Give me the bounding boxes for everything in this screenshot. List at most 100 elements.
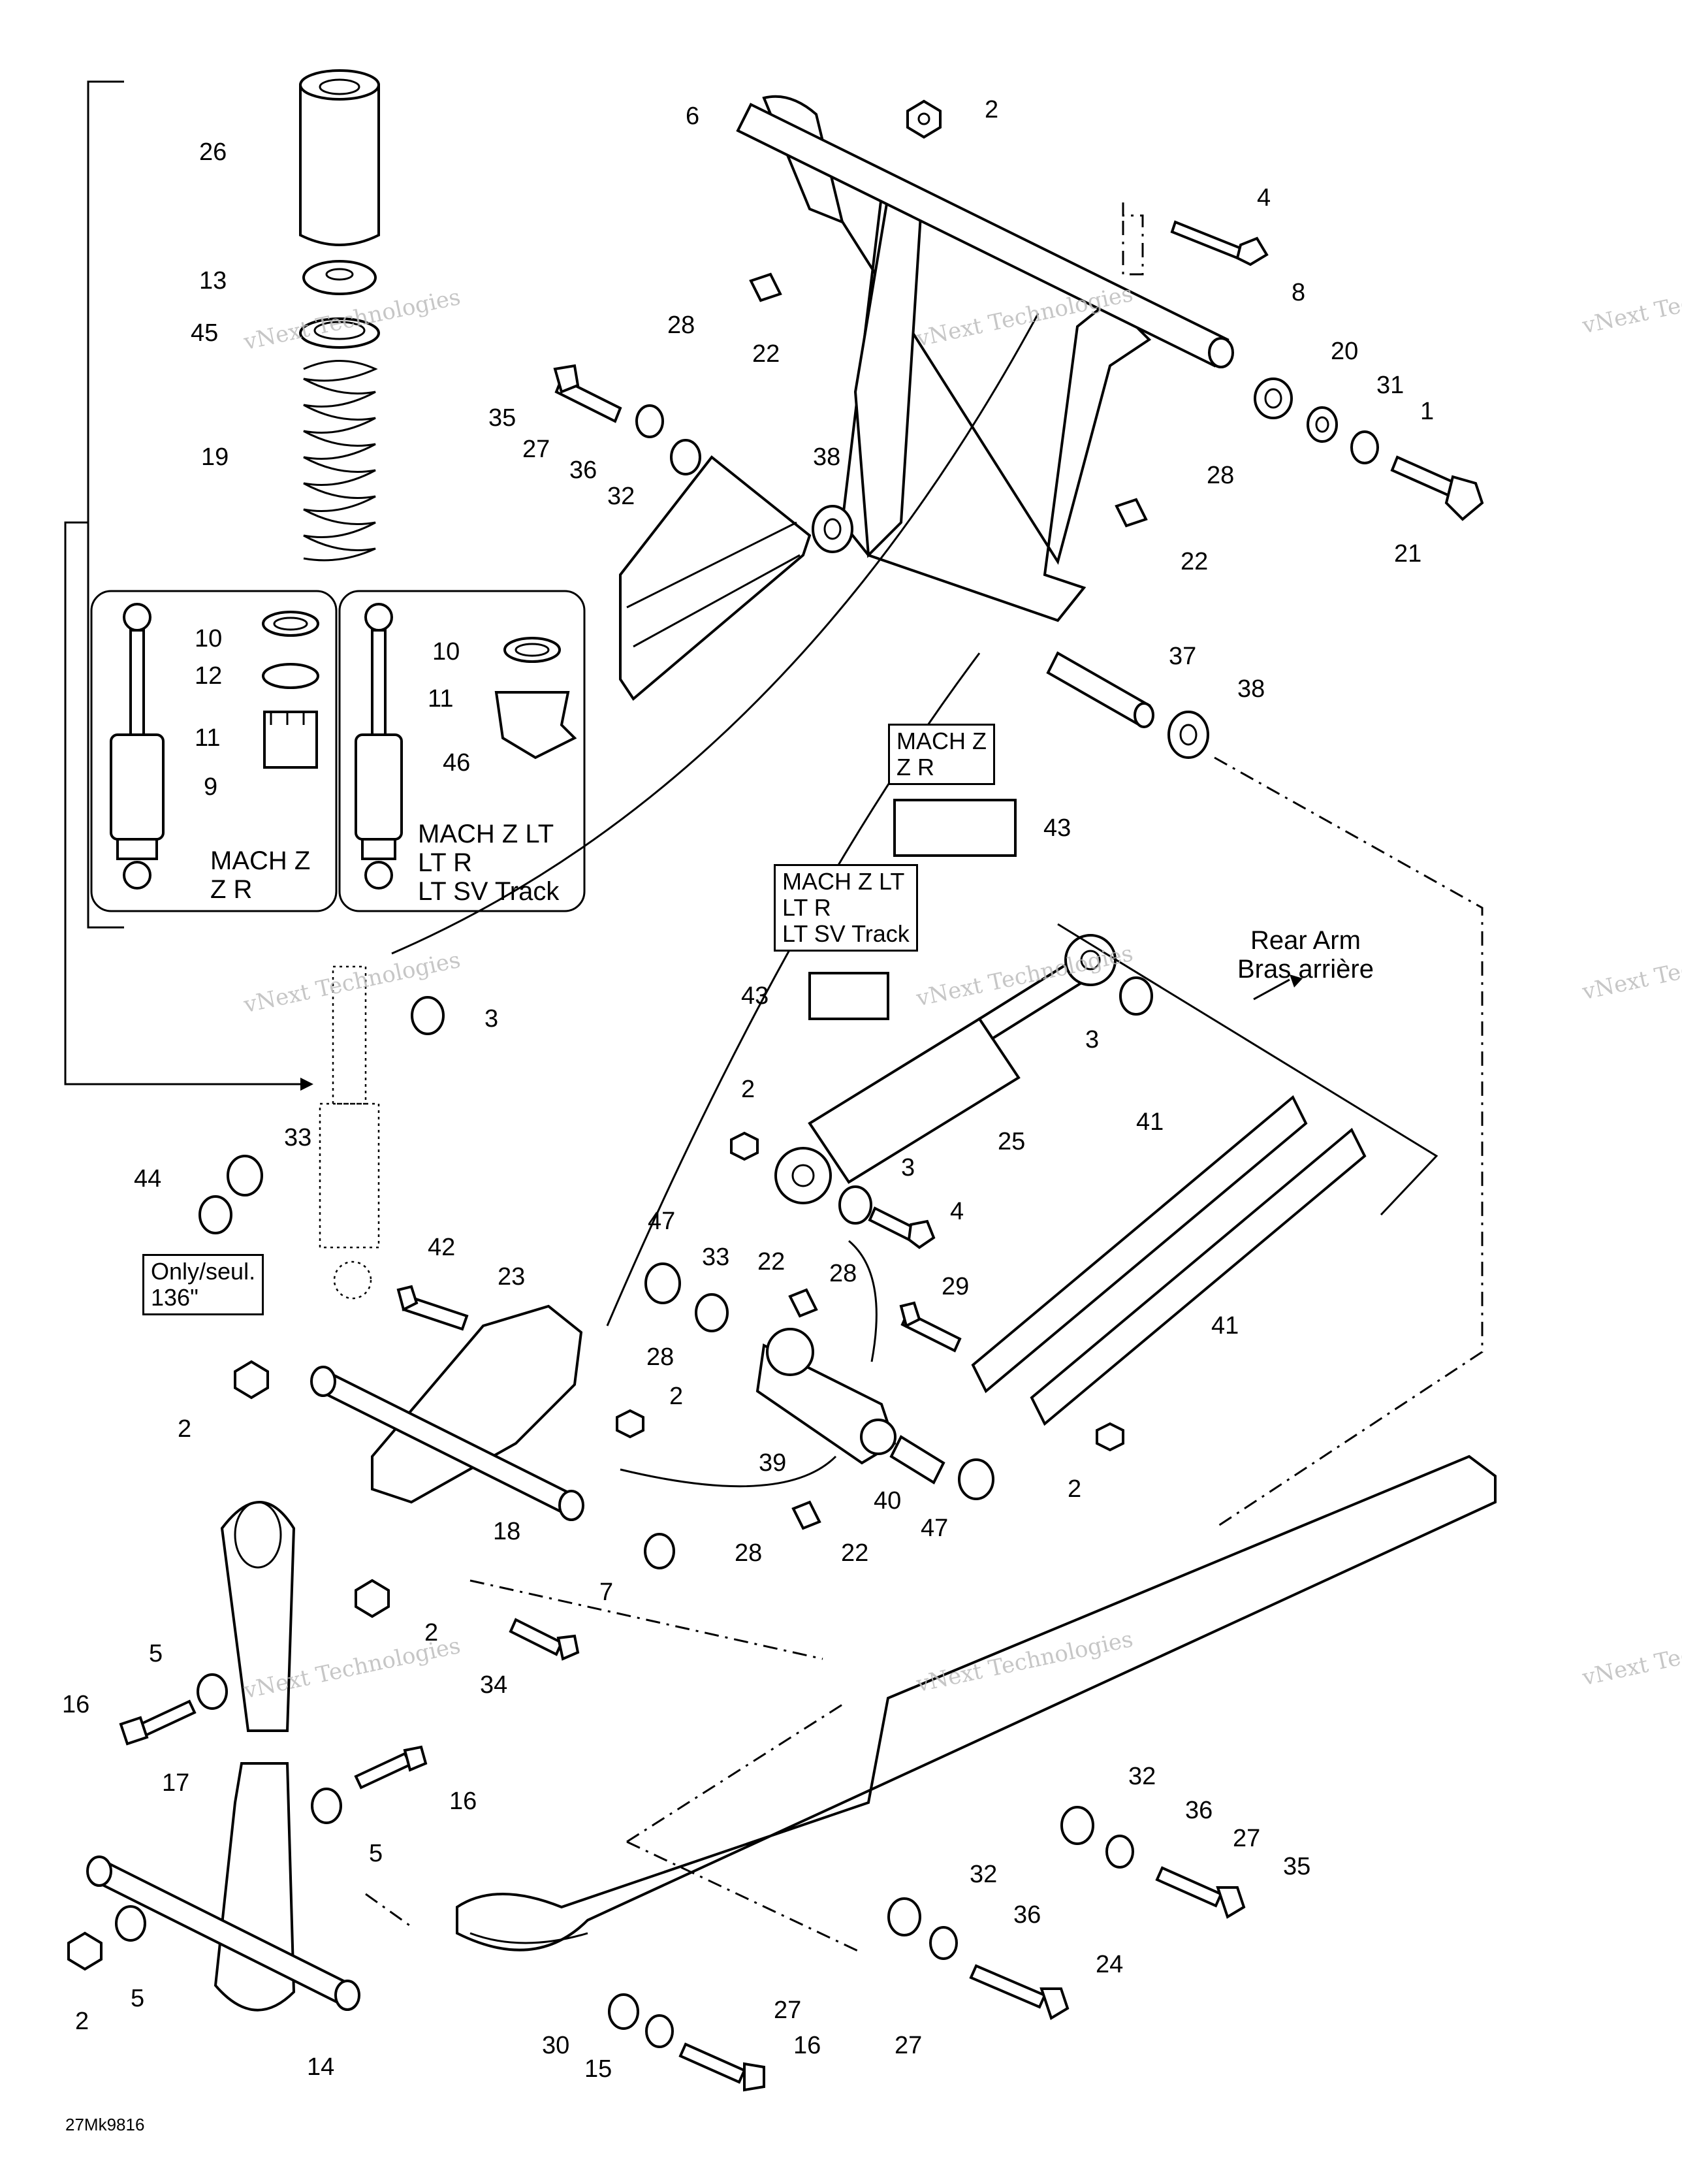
dash-line-1	[1122, 202, 1144, 276]
part-41b-strap	[1030, 1127, 1367, 1426]
part-26-bumper	[299, 69, 380, 246]
part-32b-washer	[1060, 1806, 1094, 1845]
part-23-bracket	[371, 1304, 583, 1504]
part-4a-bolt	[1170, 220, 1269, 266]
callout-32c: 32	[970, 1861, 998, 1888]
part-3a-bushing	[411, 996, 445, 1035]
callout-44: 44	[134, 1165, 162, 1193]
part-43a-decal	[893, 799, 1017, 857]
callout-27d: 27	[895, 2032, 923, 2059]
callout-40: 40	[874, 1487, 902, 1515]
part-29-bolt	[899, 1301, 962, 1353]
callout-18: 18	[493, 1518, 521, 1545]
callout-5c: 5	[131, 1985, 145, 2012]
callout-27b: 27	[1233, 1825, 1261, 1852]
callout-20: 20	[1331, 338, 1359, 365]
part-45-ring	[299, 317, 380, 349]
callout-2c: 2	[669, 1383, 684, 1410]
callout-28c: 28	[829, 1260, 857, 1287]
part-36b-washer	[1105, 1835, 1134, 1869]
part-32a-washer	[670, 439, 701, 475]
part-4b-bolt	[868, 1206, 936, 1249]
callout-28a: 28	[667, 312, 695, 339]
callout-26: 26	[199, 138, 227, 166]
part-21-bolt	[1390, 455, 1484, 521]
callout-27a: 27	[522, 436, 550, 463]
callout-15: 15	[584, 2055, 612, 2083]
rear-arm-label: Rear Arm Bras arrière	[1237, 926, 1374, 984]
part-46-shock	[355, 603, 403, 890]
part-14-shaft	[86, 1855, 360, 2011]
curve-line-4	[848, 1240, 878, 1362]
ghost-shock	[319, 965, 380, 1300]
part-13-cup	[302, 260, 377, 295]
callout-4b: 4	[950, 1198, 964, 1225]
callout-19: 19	[201, 443, 229, 471]
callout-43b: 43	[741, 982, 769, 1010]
callout-33a: 33	[284, 1124, 312, 1151]
part-38a-bushing	[812, 505, 853, 553]
part-20-bushing	[1254, 377, 1293, 419]
callout-9: 9	[204, 773, 218, 801]
callout-38b: 38	[1237, 675, 1265, 703]
dash-line-5	[365, 1893, 412, 1928]
callout-37: 37	[1169, 643, 1197, 670]
callout-41b: 41	[1211, 1312, 1239, 1340]
callout-10b: 10	[432, 638, 460, 666]
callout-32b: 32	[1128, 1763, 1156, 1790]
rail-upper-left	[619, 455, 812, 701]
dash-line-2	[1214, 756, 1484, 1530]
callout-32a: 32	[607, 483, 635, 510]
part-22d-grease-fitting	[791, 1500, 821, 1530]
part-41a-strap	[971, 1095, 1308, 1394]
callout-41a: 41	[1136, 1108, 1164, 1136]
panel-right	[338, 590, 586, 912]
callout-28d: 28	[646, 1343, 674, 1371]
part-9-shock	[110, 603, 165, 890]
callout-2a: 2	[985, 96, 999, 123]
part-2b-nut	[730, 1131, 759, 1161]
box-mach-z-lt: MACH Z LT LT R LT SV Track	[774, 864, 918, 952]
curve-line-3	[620, 1455, 837, 1488]
part-31-washer	[1307, 406, 1338, 443]
part-44-bushing	[198, 1195, 232, 1234]
callout-11a: 11	[195, 724, 221, 752]
rear-arm-arrow-head	[1290, 974, 1303, 988]
callout-2e: 2	[1068, 1475, 1082, 1503]
panel-left-label: MACH Z Z R	[210, 846, 311, 904]
box-only-136: Only/seul. 136"	[142, 1254, 264, 1315]
part-47a-bushing	[644, 1262, 681, 1304]
callout-14: 14	[307, 2053, 335, 2081]
callout-21: 21	[1394, 540, 1422, 568]
callout-16a: 16	[62, 1691, 90, 1718]
callout-22c: 22	[757, 1248, 785, 1276]
part-24-bolt	[969, 1964, 1070, 2020]
part-5a-washer	[197, 1673, 228, 1710]
part-15-washer	[645, 2014, 674, 2048]
part-33a-bushing	[227, 1155, 263, 1196]
part-16b-bolt	[354, 1745, 428, 1790]
callout-22d: 22	[841, 1539, 869, 1567]
callout-11b: 11	[428, 685, 454, 713]
callout-35a: 35	[488, 404, 516, 432]
callout-29: 29	[942, 1273, 970, 1300]
callout-8: 8	[1292, 279, 1306, 306]
callout-45: 45	[191, 319, 219, 347]
part-5b-washer	[311, 1788, 342, 1824]
callout-27c: 27	[774, 1997, 802, 2024]
part-40-bushing	[889, 1435, 945, 1485]
callout-4a: 4	[1257, 184, 1271, 212]
part-38b-bushing	[1167, 711, 1209, 759]
part-22b-grease-fitting	[1115, 498, 1148, 528]
callout-10a: 10	[195, 625, 223, 652]
part-30-washer	[608, 1993, 639, 2030]
callout-42: 42	[428, 1234, 456, 1261]
part-19-spring	[303, 360, 378, 562]
part-3c-bushing	[838, 1185, 872, 1225]
part-36a-washer	[635, 404, 664, 438]
part-37-shaft	[1046, 651, 1154, 728]
callout-39: 39	[759, 1449, 787, 1477]
callout-28e: 28	[735, 1539, 763, 1567]
part-2d-nut	[616, 1409, 644, 1439]
